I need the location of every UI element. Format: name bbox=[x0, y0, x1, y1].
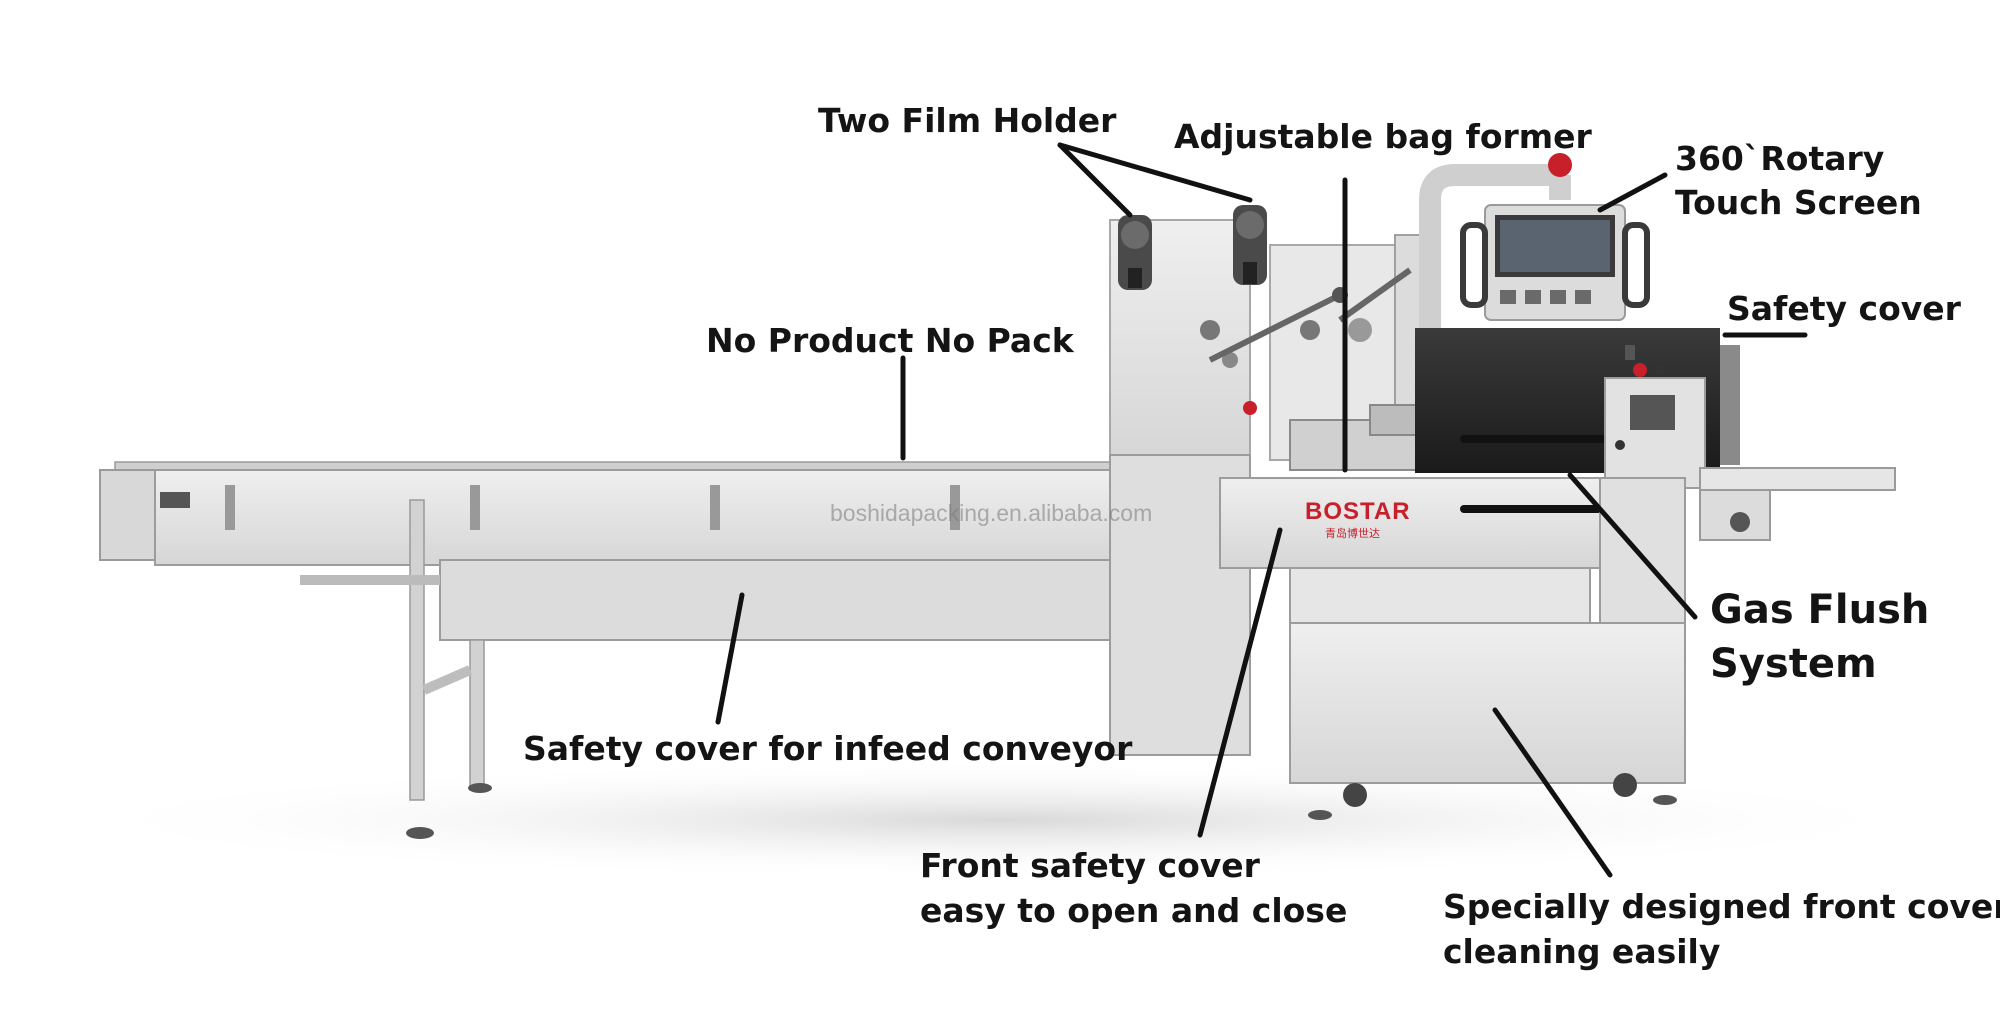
label-gas-flush-2: System bbox=[1710, 641, 1877, 687]
label-special-front-cover-2: cleaning easily bbox=[1443, 932, 1721, 971]
brand-logo: BOSTAR bbox=[1305, 498, 1411, 525]
label-adjustable-bag-former: Adjustable bag former bbox=[1174, 117, 1592, 156]
control-panel bbox=[1604, 345, 1706, 489]
callout-front-safety bbox=[1197, 527, 1283, 838]
film-roll-right bbox=[1233, 205, 1267, 285]
label-no-product-no-pack: No Product No Pack bbox=[706, 321, 1074, 360]
label-special-front-cover-1: Specially designed front cover bbox=[1443, 887, 2000, 926]
outfeed-conveyor bbox=[1699, 467, 1896, 541]
film-holder-tower bbox=[1109, 205, 1431, 471]
label-rotary-touch-screen-2: Touch Screen bbox=[1675, 183, 1922, 222]
touch-screen-assembly bbox=[1419, 153, 1650, 330]
callout-infeed-cover bbox=[715, 592, 745, 725]
floor-shadow bbox=[50, 760, 1950, 880]
callout-touch-screen bbox=[1597, 172, 1668, 213]
label-safety-cover: Safety cover bbox=[1727, 289, 1961, 328]
callout-special-front bbox=[1492, 707, 1613, 878]
film-roll-left bbox=[1118, 215, 1152, 290]
callout-two-film-left bbox=[1057, 142, 1133, 218]
watermark: boshidapacking.en.alibaba.com bbox=[830, 500, 1153, 526]
label-front-safety-cover-1: Front safety cover bbox=[920, 846, 1260, 885]
label-safety-cover-infeed: Safety cover for infeed conveyor bbox=[523, 729, 1133, 768]
infeed-conveyor bbox=[99, 461, 1231, 839]
callout-gas-flush bbox=[1567, 472, 1698, 620]
label-two-film-holder: Two Film Holder bbox=[818, 101, 1117, 140]
label-rotary-touch-screen-1: 360`Rotary bbox=[1675, 139, 1885, 178]
callout-lines bbox=[715, 142, 1808, 878]
label-gas-flush-1: Gas Flush bbox=[1710, 587, 1930, 633]
label-front-safety-cover-2: easy to open and close bbox=[920, 891, 1348, 930]
brand-chinese: 青岛博世达 bbox=[1325, 527, 1380, 540]
main-base bbox=[1109, 454, 1686, 820]
callout-two-film-right bbox=[1057, 142, 1253, 203]
